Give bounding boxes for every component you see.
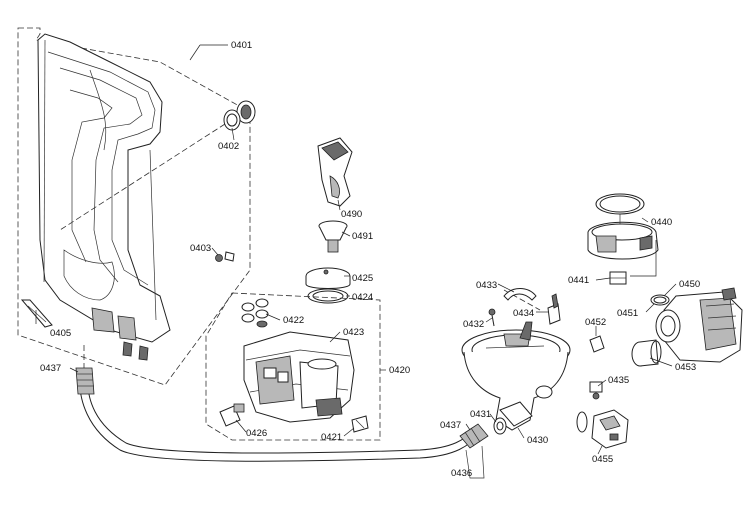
- drain-hose: [75, 345, 489, 479]
- label-0452: 0452: [585, 317, 606, 328]
- label-0451: 0451: [617, 308, 638, 319]
- label-0403: 0403: [190, 243, 211, 254]
- heater-ring-0440: [587, 193, 659, 260]
- label-0434: 0434: [513, 308, 534, 319]
- clamp-0451: [650, 294, 670, 306]
- strap-0433: [503, 288, 537, 301]
- connector-0435: [589, 381, 603, 400]
- pipe-0453: [631, 339, 662, 367]
- ring-0431: [493, 417, 507, 435]
- ring-0424: [307, 288, 349, 304]
- label-0491: 0491: [352, 231, 373, 242]
- screw-0403: [215, 251, 235, 262]
- label-0420: 0420: [389, 365, 410, 376]
- seal-ring-0402: [59, 100, 256, 231]
- label-0441: 0441: [568, 275, 589, 286]
- label-0436: 0436: [451, 468, 472, 479]
- label-0423: 0423: [343, 327, 364, 338]
- assembly-box-0420: [205, 292, 381, 441]
- label-0426: 0426: [246, 428, 267, 439]
- label-0433: 0433: [476, 280, 497, 291]
- label-0432: 0432: [463, 319, 484, 330]
- label-0490: 0490: [341, 209, 362, 220]
- leader-lines: [35, 44, 677, 455]
- valve-0434: [547, 293, 561, 325]
- seal-set-0422: [241, 298, 269, 328]
- label-0421: 0421: [321, 432, 342, 443]
- label-0402: 0402: [218, 141, 239, 152]
- label-0431: 0431: [470, 409, 491, 420]
- label-0450: 0450: [679, 279, 700, 290]
- connector-dashes-right: [503, 289, 541, 311]
- label-0422: 0422: [283, 315, 304, 326]
- label-0430: 0430: [527, 435, 548, 446]
- side-panel-0401: [17, 27, 251, 386]
- cap-0491: [318, 220, 348, 253]
- label-0405: 0405: [50, 328, 71, 339]
- label-0435: 0435: [608, 375, 629, 386]
- label-0453: 0453: [675, 362, 696, 373]
- clip-0452: [589, 335, 605, 353]
- label-0437-right: 0437: [440, 420, 461, 431]
- label-0401: 0401: [231, 40, 252, 51]
- label-0425: 0425: [352, 273, 373, 284]
- label-0437-left: 0437: [40, 363, 61, 374]
- label-0455: 0455: [592, 454, 613, 465]
- filter-disc-0425: [305, 267, 351, 289]
- bushing-0441: [609, 271, 627, 285]
- label-0424: 0424: [352, 292, 373, 303]
- heater-housing-0420: [243, 331, 355, 423]
- label-0440: 0440: [651, 217, 672, 228]
- part-labels: 0401 0402 0403 0405 0437 0490 0491 0425 …: [40, 40, 700, 479]
- sensor-0455: [576, 409, 629, 449]
- sump-0430: [461, 321, 571, 431]
- funnel-0490: [317, 137, 353, 207]
- screw-0432: [488, 308, 496, 327]
- connector-0426: [219, 403, 245, 427]
- bracket-0440: [630, 240, 657, 277]
- clip-0405: [20, 299, 53, 328]
- circulation-pump-0450: [655, 287, 743, 363]
- clip-0421: [351, 415, 369, 433]
